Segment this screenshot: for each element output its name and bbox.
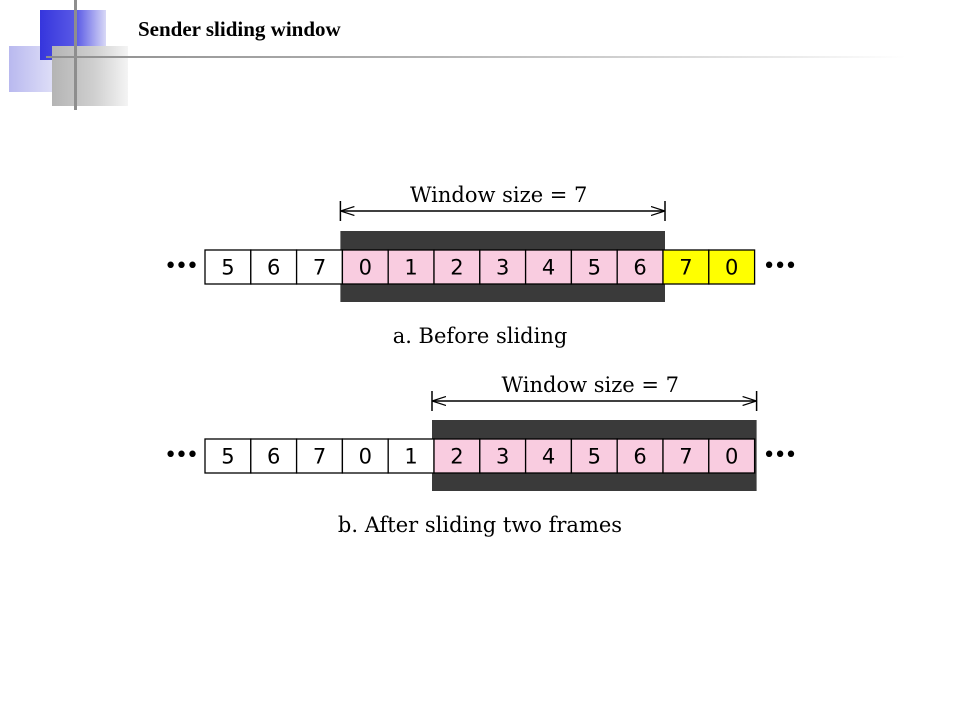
ellipsis: ••• xyxy=(164,443,197,468)
frame-number: 0 xyxy=(725,256,738,280)
frame-number: 7 xyxy=(679,256,692,280)
frame-cell xyxy=(295,438,344,474)
frame-number: 7 xyxy=(313,445,326,469)
ellipsis: ••• xyxy=(164,254,197,279)
frame-number: 5 xyxy=(221,256,234,280)
ellipsis: ••• xyxy=(763,254,796,279)
frame-cell xyxy=(250,438,298,474)
frame-cell xyxy=(616,438,664,474)
frame-cell xyxy=(204,249,252,285)
title-underline xyxy=(46,56,906,58)
frame-number: 1 xyxy=(404,445,417,469)
frame-number: 4 xyxy=(542,445,555,469)
frame-number: 0 xyxy=(725,445,738,469)
frame-number: 1 xyxy=(404,256,417,280)
frame-cell xyxy=(295,249,344,285)
frame-number: 4 xyxy=(542,256,555,280)
decorative-vertical-line xyxy=(74,0,77,110)
frame-cell xyxy=(662,249,710,285)
frame-number: 2 xyxy=(450,256,463,280)
frame-cell xyxy=(433,438,481,474)
frame-number: 5 xyxy=(588,445,601,469)
frame-cell xyxy=(479,249,527,285)
frame-cell xyxy=(662,438,710,474)
frame-number: 3 xyxy=(496,445,509,469)
frame-number: 6 xyxy=(267,445,280,469)
frame-number: 5 xyxy=(588,256,601,280)
frame-number: 7 xyxy=(679,445,692,469)
ellipsis: ••• xyxy=(763,443,796,468)
frame-number: 6 xyxy=(633,256,646,280)
frame-number: 6 xyxy=(267,256,280,280)
panel-caption: b. After sliding two frames xyxy=(338,513,622,537)
frame-cell xyxy=(341,438,389,474)
window-size-label: Window size = 7 xyxy=(410,183,588,207)
frame-cell xyxy=(708,438,756,474)
frame-cell xyxy=(341,249,389,285)
frame-cell xyxy=(387,438,435,474)
frame-number: 3 xyxy=(496,256,509,280)
frame-number: 5 xyxy=(221,445,234,469)
frame-number: 0 xyxy=(359,256,372,280)
frame-cell xyxy=(570,249,618,285)
frame-number: 0 xyxy=(359,445,372,469)
frame-cell xyxy=(250,249,298,285)
panel-caption: a. Before sliding xyxy=(393,324,568,348)
frame-cell xyxy=(524,438,573,474)
window-size-label: Window size = 7 xyxy=(502,373,680,397)
slide-title: Sender sliding window xyxy=(138,17,341,41)
frame-number: 6 xyxy=(633,445,646,469)
frame-number: 7 xyxy=(313,256,326,280)
frame-cell xyxy=(708,249,756,285)
frame-number: 2 xyxy=(450,445,463,469)
